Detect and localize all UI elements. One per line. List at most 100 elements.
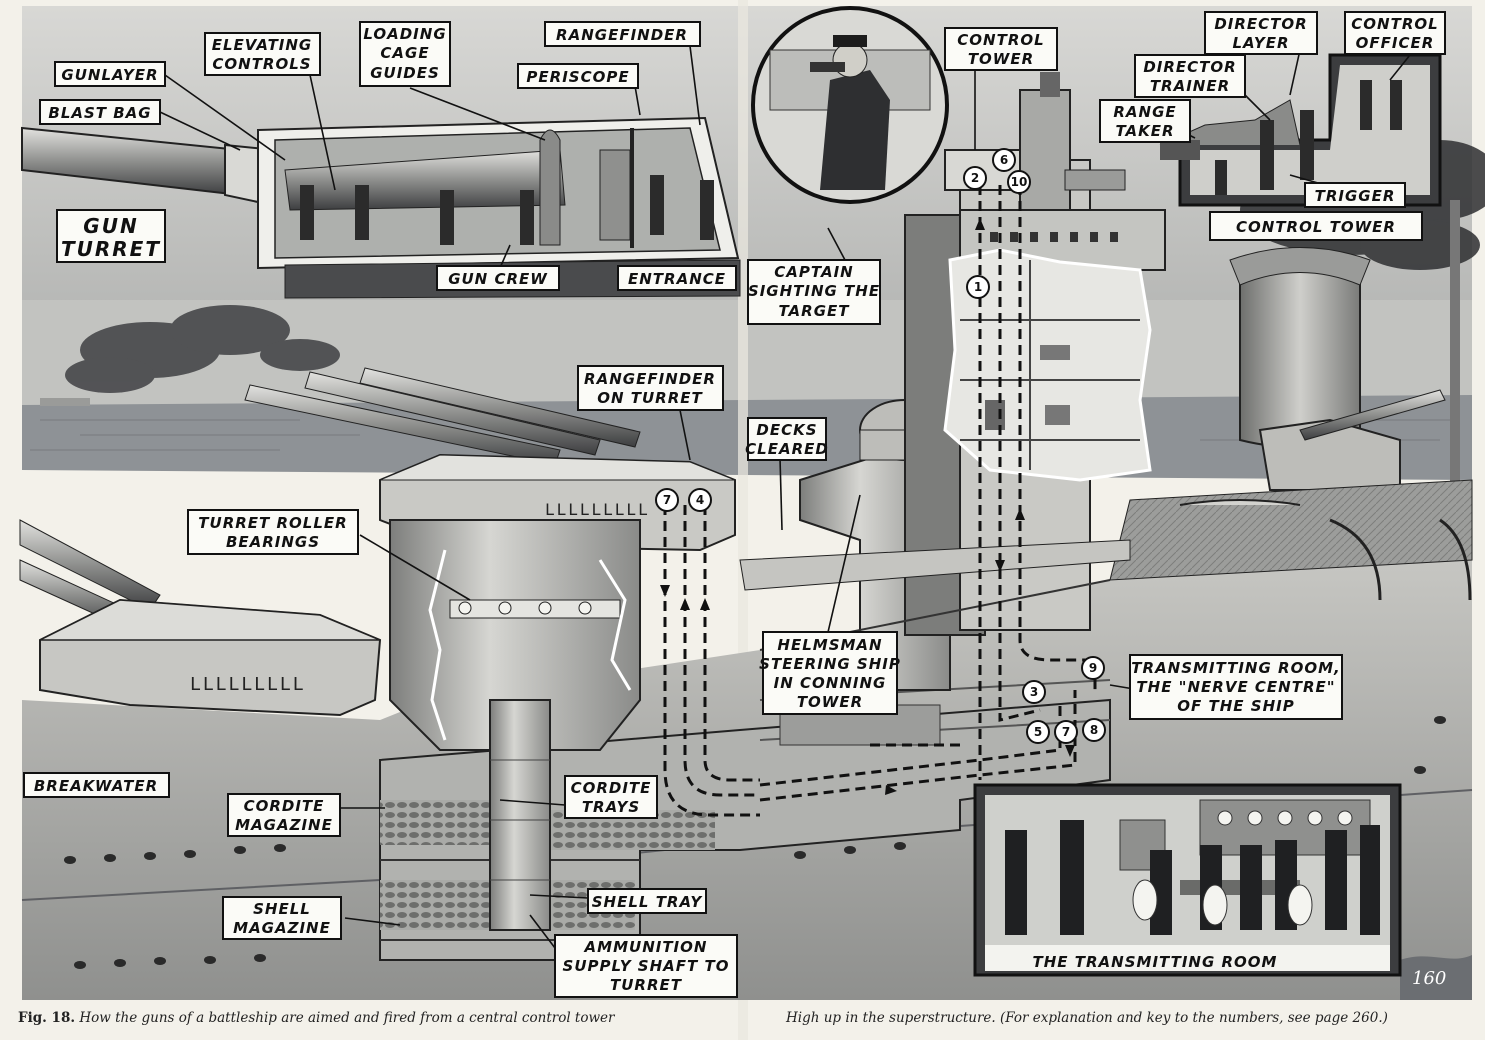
figure-number: Fig. 18. <box>18 1010 76 1026</box>
svg-text:DIRECTOR: DIRECTOR <box>1143 58 1236 76</box>
svg-text:TAKER: TAKER <box>1115 122 1174 140</box>
label-cordite-magazine: CORDITE MAGAZINE <box>227 793 341 837</box>
svg-text:OFFICER: OFFICER <box>1356 34 1435 52</box>
label-control-tower-title: CONTROL TOWER <box>1209 211 1423 241</box>
svg-text:SUPPLY SHAFT TO: SUPPLY SHAFT TO <box>563 957 730 975</box>
svg-text:GUN CREW: GUN CREW <box>448 270 548 288</box>
marker-10: 10 <box>1007 170 1031 194</box>
marker-5: 5 <box>1026 720 1050 744</box>
svg-text:CONTROL TOWER: CONTROL TOWER <box>1236 218 1396 236</box>
label-transmitting-room: TRANSMITTING ROOM, THE "NERVE CENTRE" OF… <box>1129 654 1343 720</box>
svg-text:PERISCOPE: PERISCOPE <box>526 68 629 86</box>
turret-markings-b: LLLLLLLLL <box>545 500 650 519</box>
svg-text:HELMSMAN: HELMSMAN <box>777 636 882 654</box>
label-elevating-controls: ELEVATING CONTROLS <box>204 32 321 76</box>
svg-text:GUIDES: GUIDES <box>370 64 440 82</box>
svg-text:CLEARED: CLEARED <box>745 440 829 458</box>
label-gun-turret: GUN TURRET <box>56 209 166 263</box>
marker-7a: 7 <box>655 488 679 512</box>
label-helmsman: HELMSMAN STEERING SHIP IN CONNING TOWER <box>759 631 901 715</box>
label-rangefinder: RANGEFINDER <box>544 21 701 47</box>
label-ammunition-supply: AMMUNITION SUPPLY SHAFT TO TURRET <box>554 934 738 998</box>
figure-caption-right: High up in the superstructure. (For expl… <box>786 1010 1388 1026</box>
page-number: 160 <box>1412 968 1447 989</box>
label-breakwater: BREAKWATER <box>23 772 170 798</box>
svg-text:5: 5 <box>1034 725 1042 739</box>
svg-text:ELEVATING: ELEVATING <box>212 36 313 54</box>
label-control-officer: CONTROL OFFICER <box>1344 11 1446 55</box>
svg-text:CONTROL: CONTROL <box>1351 15 1438 33</box>
svg-text:3: 3 <box>1030 685 1038 699</box>
svg-text:8: 8 <box>1090 723 1098 737</box>
svg-text:IN CONNING: IN CONNING <box>774 674 887 692</box>
svg-text:9: 9 <box>1089 661 1097 675</box>
svg-text:SHELL TRAY: SHELL TRAY <box>592 893 704 911</box>
svg-text:ON TURRET: ON TURRET <box>597 389 703 407</box>
svg-text:SHELL: SHELL <box>253 900 311 918</box>
figure-caption-left: Fig. 18. How the guns of a battleship ar… <box>18 1010 615 1026</box>
svg-text:TURRET: TURRET <box>61 237 161 261</box>
cordite-magazine-racks <box>380 800 500 845</box>
circuit-markers: 1 2 6 10 7 4 3 5 7 8 9 <box>655 148 1106 744</box>
label-gunlayer: GUNLAYER <box>54 61 166 87</box>
shell-magazine-racks <box>380 880 490 930</box>
svg-text:ENTRANCE: ENTRANCE <box>628 270 726 288</box>
label-range-taker: RANGE TAKER <box>1099 99 1191 143</box>
svg-text:CORDITE: CORDITE <box>571 779 652 797</box>
svg-text:TRAINER: TRAINER <box>1150 77 1230 95</box>
svg-text:BLAST BAG: BLAST BAG <box>48 104 151 122</box>
svg-text:SIGHTING THE: SIGHTING THE <box>748 282 880 300</box>
svg-text:MAGAZINE: MAGAZINE <box>233 919 331 937</box>
svg-text:TOWER: TOWER <box>968 50 1034 68</box>
svg-text:CAPTAIN: CAPTAIN <box>774 263 853 281</box>
label-entrance: ENTRANCE <box>617 265 737 291</box>
svg-text:BEARINGS: BEARINGS <box>226 533 320 551</box>
svg-text:RANGEFINDER: RANGEFINDER <box>556 26 688 44</box>
svg-text:TRAYS: TRAYS <box>582 798 640 816</box>
svg-text:MAGAZINE: MAGAZINE <box>235 816 333 834</box>
forward-turret-b: LLLLLLLLL <box>244 367 736 931</box>
svg-text:2: 2 <box>971 171 979 185</box>
label-blast-bag: BLAST BAG <box>39 99 161 125</box>
svg-text:6: 6 <box>1000 153 1008 167</box>
svg-text:TRANSMITTING ROOM,: TRANSMITTING ROOM, <box>1131 659 1340 677</box>
svg-text:10: 10 <box>1011 175 1028 189</box>
svg-text:TARGET: TARGET <box>778 302 850 320</box>
svg-text:STEERING SHIP: STEERING SHIP <box>759 655 901 673</box>
svg-text:CONTROLS: CONTROLS <box>212 55 311 73</box>
captain-figure <box>820 70 890 190</box>
svg-text:1: 1 <box>974 280 982 294</box>
svg-text:GUN: GUN <box>83 214 138 238</box>
marker-4: 4 <box>688 488 712 512</box>
superstructure <box>739 72 1473 691</box>
label-director-layer: DIRECTOR LAYER <box>1204 11 1318 55</box>
svg-text:RANGEFINDER: RANGEFINDER <box>584 370 716 388</box>
leader-lines <box>159 40 1411 949</box>
label-director-trainer: DIRECTOR TRAINER <box>1134 54 1246 98</box>
gun-smoke <box>65 305 340 393</box>
inset-control-tower <box>1159 53 1442 207</box>
svg-text:LAYER: LAYER <box>1232 34 1289 52</box>
svg-text:THE "NERVE CENTRE": THE "NERVE CENTRE" <box>1136 678 1335 696</box>
marker-8: 8 <box>1082 718 1106 742</box>
distant-ship <box>40 398 90 406</box>
marker-9: 9 <box>1081 656 1105 680</box>
forward-turret-a: LLLLLLLLL <box>19 519 382 717</box>
marker-7b: 7 <box>1054 720 1078 744</box>
marker-1: 1 <box>966 275 990 299</box>
svg-text:CONTROL: CONTROL <box>957 31 1044 49</box>
label-cordite-trays: CORDITE TRAYS <box>564 775 658 819</box>
turret-markings: LLLLLLLLL <box>190 674 306 695</box>
svg-text:THE TRANSMITTING ROOM: THE TRANSMITTING ROOM <box>1033 953 1278 971</box>
svg-text:DECKS: DECKS <box>756 421 817 439</box>
marker-6: 6 <box>992 148 1016 172</box>
svg-text:7: 7 <box>663 493 671 507</box>
label-turret-roller-bearings: TURRET ROLLER BEARINGS <box>187 509 359 555</box>
portholes <box>64 716 1446 969</box>
label-trigger: TRIGGER <box>1304 182 1406 208</box>
marker-3: 3 <box>1022 680 1046 704</box>
svg-text:4: 4 <box>696 493 704 507</box>
label-captain: CAPTAIN SIGHTING THE TARGET <box>747 259 881 325</box>
